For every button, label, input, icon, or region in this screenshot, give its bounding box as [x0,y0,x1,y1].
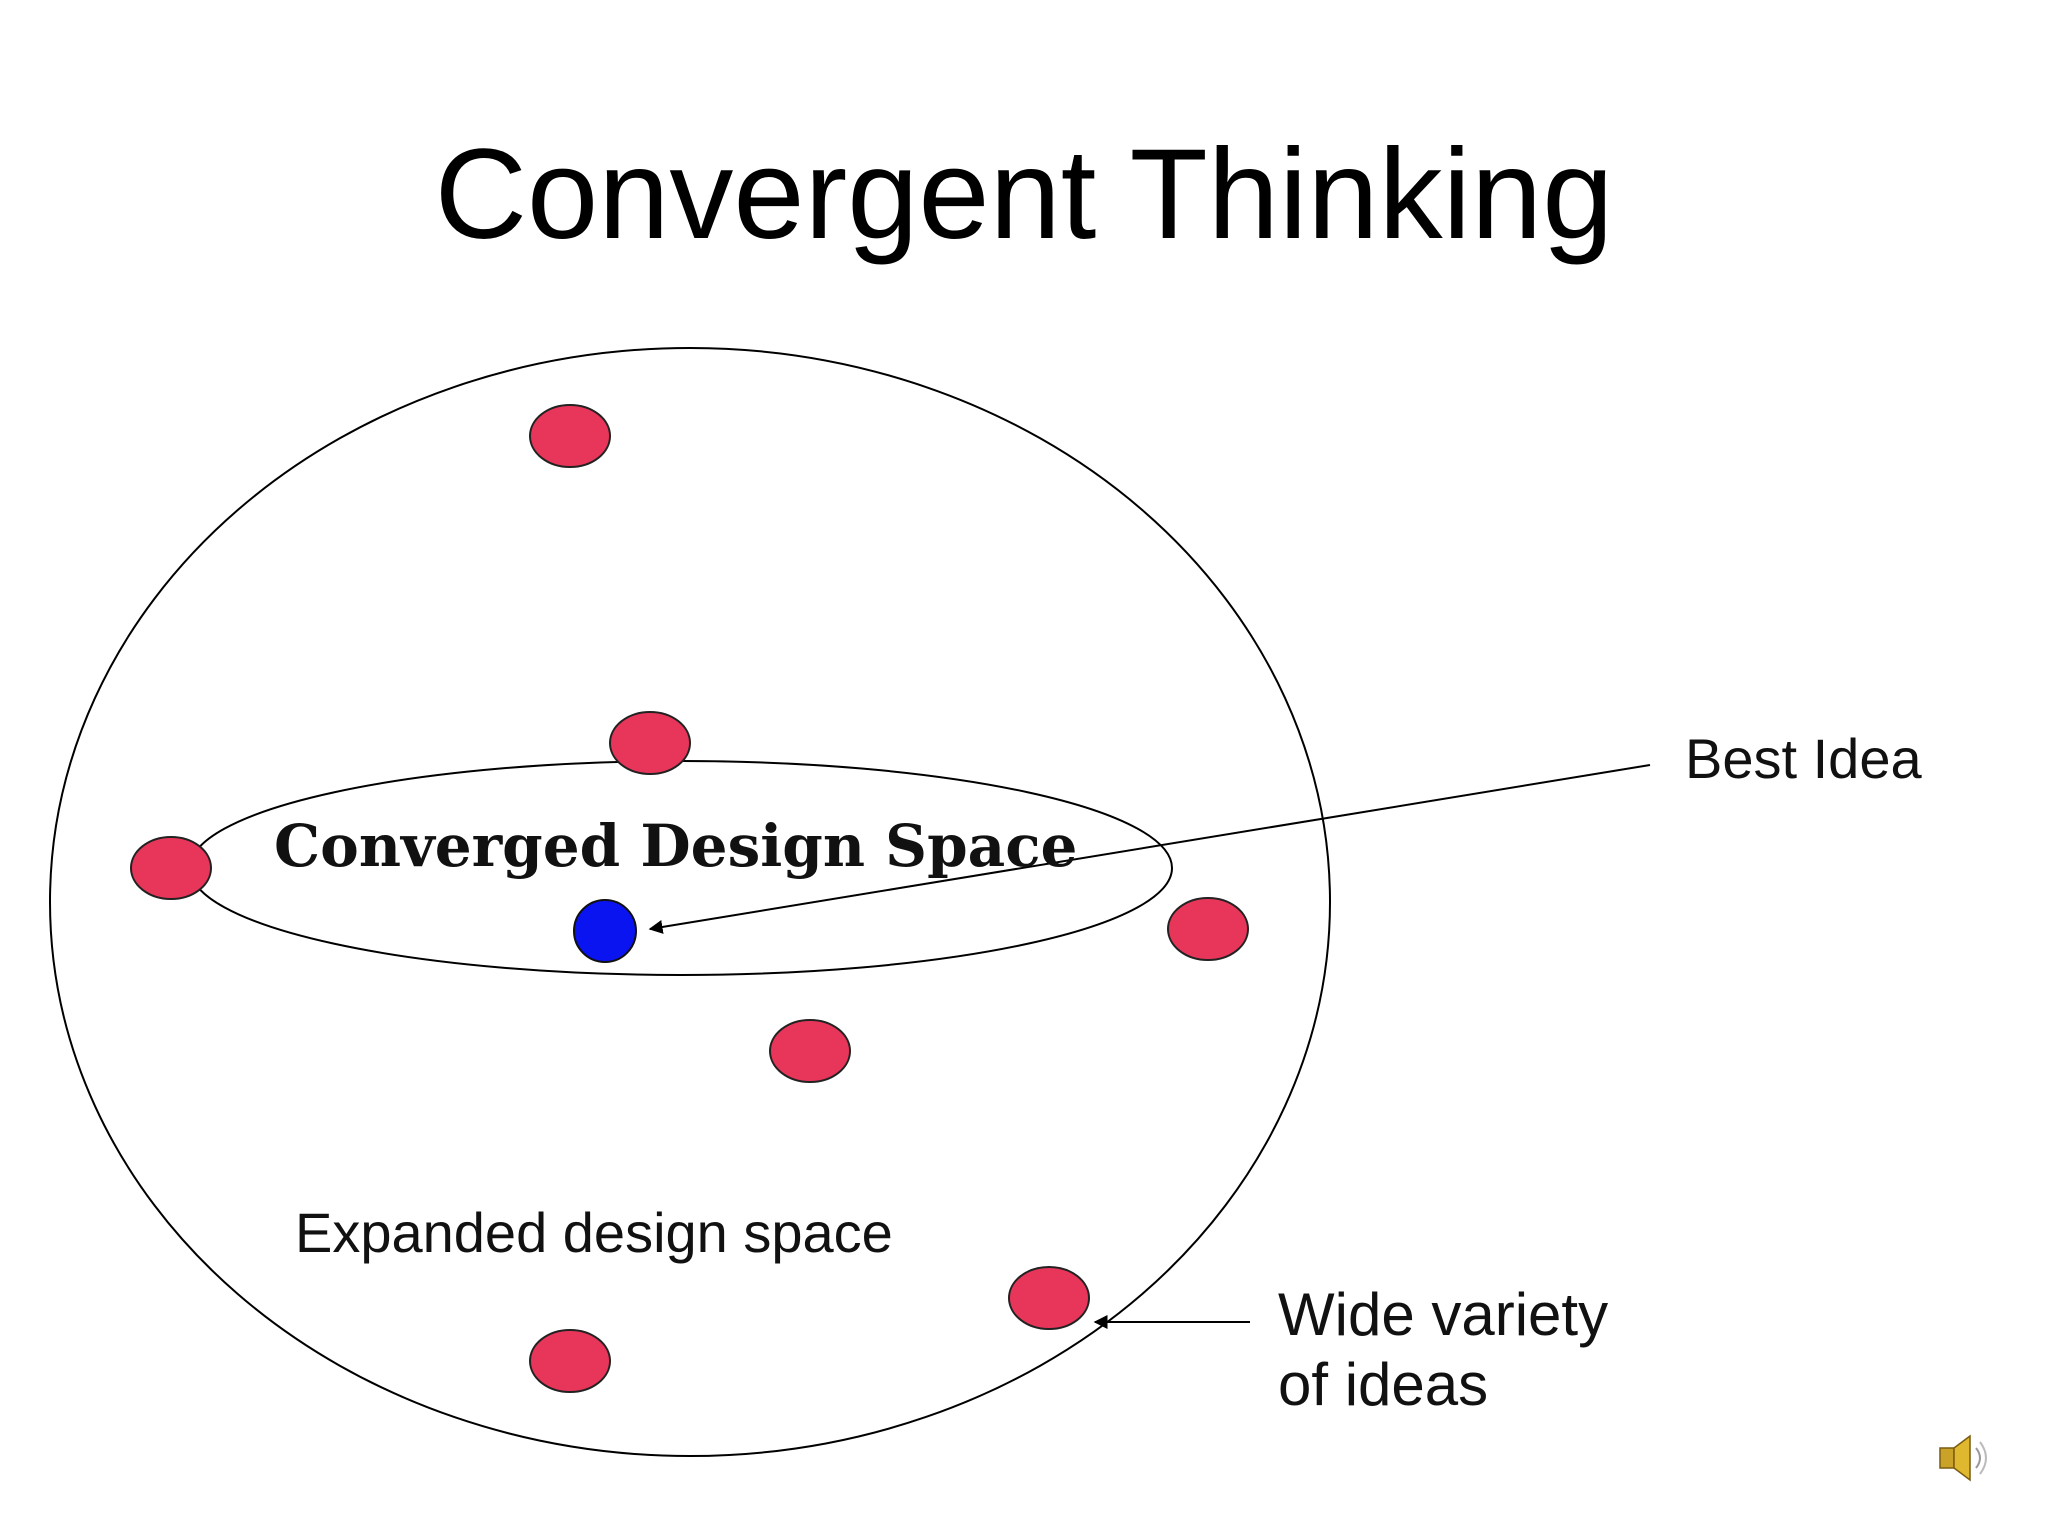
wide-variety-label-line2: of ideas [1278,1351,1488,1418]
wide-variety-label-line1: Wide variety [1278,1281,1608,1348]
slide-title: Convergent Thinking [434,123,1614,266]
idea-dot [529,404,611,468]
idea-dot [130,836,212,900]
idea-dot [769,1019,851,1083]
speaker-icon[interactable] [1939,1434,1987,1482]
converged-design-space-label: Converged Design Space [274,812,1077,880]
idea-dot [529,1329,611,1393]
best-idea-label: Best Idea [1685,727,1922,790]
expanded-design-space-label: Expanded design space [295,1201,893,1264]
best-idea-arrow [648,764,1651,934]
expanded-design-space-circle [49,347,1331,1457]
idea-dot [1167,897,1249,961]
best-idea-dot [573,899,637,963]
idea-dot [609,711,691,775]
idea-dot [1008,1266,1090,1330]
